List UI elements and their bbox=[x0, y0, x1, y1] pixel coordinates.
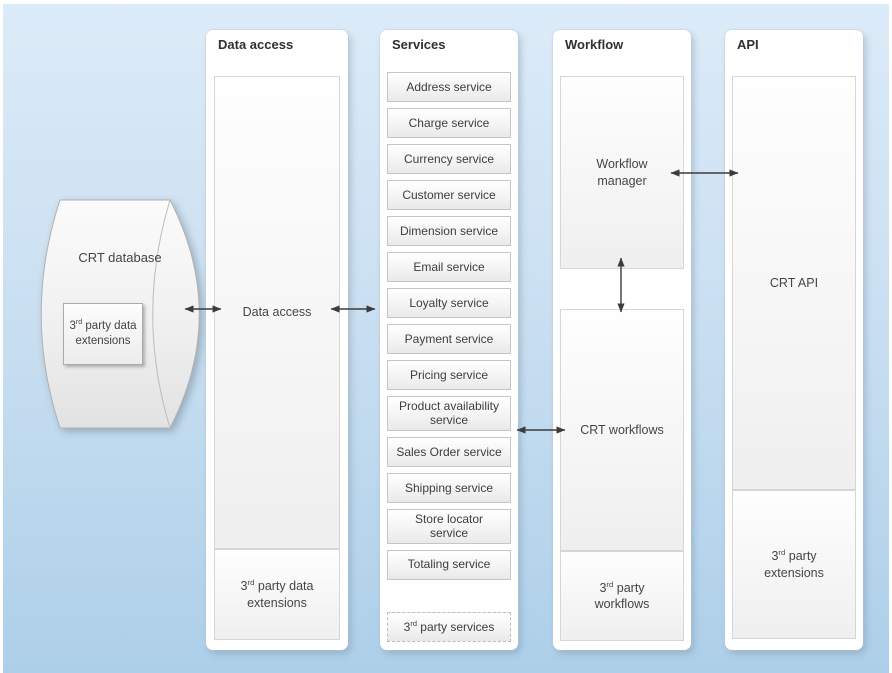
crt-api-box: CRT API bbox=[732, 76, 856, 490]
workflow-header: Workflow bbox=[565, 37, 624, 52]
api-header: API bbox=[737, 37, 759, 52]
data-access-header: Data access bbox=[218, 37, 294, 52]
service-box-label: Payment service bbox=[404, 331, 494, 346]
crt-api-label: CRT API bbox=[769, 275, 819, 290]
third-party-services-wrap: 3rd party services bbox=[387, 590, 511, 642]
service-box: Address service bbox=[387, 72, 511, 102]
database-third-party-label: 3rd party data extensions bbox=[69, 318, 137, 347]
data-access-box: Data access bbox=[214, 76, 340, 549]
crt-workflows-label: CRT workflows bbox=[580, 422, 664, 437]
third-party-data-extensions-box: 3rd party data extensions bbox=[214, 549, 340, 640]
crt-database-label: CRT database bbox=[78, 250, 162, 265]
third-party-services-box: 3rd party services bbox=[387, 612, 511, 642]
service-box-label: Customer service bbox=[402, 187, 496, 202]
service-box-label: Totaling service bbox=[407, 557, 491, 572]
column-api: API CRT API 3rd party extensions bbox=[725, 30, 863, 650]
service-box-label: Email service bbox=[413, 259, 485, 274]
service-box-label: Currency service bbox=[403, 151, 495, 166]
service-list: Address service Charge service Currency … bbox=[387, 72, 511, 580]
service-box: Payment service bbox=[387, 324, 511, 354]
workflow-manager-box: Workflow manager bbox=[560, 76, 684, 269]
service-box: Customer service bbox=[387, 180, 511, 210]
service-box: Currency service bbox=[387, 144, 511, 174]
column-services: Services Address service Charge service … bbox=[380, 30, 518, 650]
service-box: Charge service bbox=[387, 108, 511, 138]
service-box-label: Charge service bbox=[408, 115, 490, 130]
data-access-box-label: Data access bbox=[242, 305, 312, 320]
service-box-label: Pricing service bbox=[409, 367, 489, 382]
service-box: Dimension service bbox=[387, 216, 511, 246]
third-party-services-label: 3rd party services bbox=[403, 618, 495, 634]
service-box: Loyalty service bbox=[387, 288, 511, 318]
diagram-canvas: CRT database 3rd party data extensions D… bbox=[3, 4, 889, 673]
service-box: Product availability service bbox=[387, 396, 511, 431]
service-box: Totaling service bbox=[387, 549, 511, 580]
service-box-label: Store locator service bbox=[414, 511, 484, 541]
third-party-data-extensions-label: 3rd party data extensions bbox=[240, 578, 314, 610]
service-box-label: Sales Order service bbox=[396, 444, 502, 459]
service-box: Email service bbox=[387, 252, 511, 282]
third-party-workflows-label: 3rd party workflows bbox=[594, 579, 650, 611]
crt-workflows-box: CRT workflows bbox=[560, 309, 684, 551]
service-box-label: Shipping service bbox=[404, 480, 494, 495]
service-box-label: Product availability service bbox=[398, 399, 500, 428]
service-box-label: Dimension service bbox=[399, 223, 499, 238]
database-third-party-box: 3rd party data extensions bbox=[63, 303, 143, 365]
third-party-extensions-box: 3rd party extensions bbox=[732, 490, 856, 639]
service-box: Pricing service bbox=[387, 360, 511, 390]
third-party-workflows-box: 3rd party workflows bbox=[560, 551, 684, 641]
column-workflow: Workflow Workflow manager CRT workflows … bbox=[553, 30, 691, 650]
services-header: Services bbox=[392, 37, 446, 52]
service-box: Shipping service bbox=[387, 472, 511, 503]
column-data-access: Data access Data access 3rd party data e… bbox=[206, 30, 348, 650]
workflow-manager-label: Workflow manager bbox=[596, 157, 648, 188]
service-box-label: Address service bbox=[406, 79, 492, 94]
service-box: Sales Order service bbox=[387, 436, 511, 467]
service-box-label: Loyalty service bbox=[409, 295, 489, 310]
service-box: Store locator service bbox=[387, 508, 511, 544]
third-party-extensions-label: 3rd party extensions bbox=[764, 548, 824, 580]
